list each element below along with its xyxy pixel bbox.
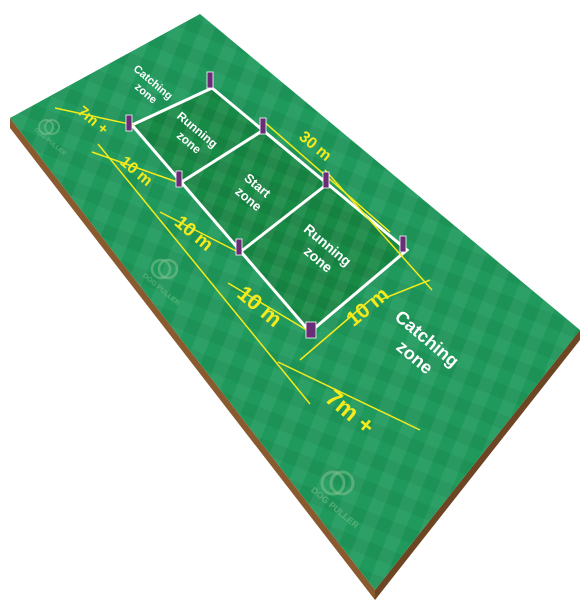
flag <box>176 171 182 187</box>
flag <box>126 115 132 131</box>
flag <box>323 172 329 188</box>
flag <box>236 239 242 255</box>
flag <box>260 118 266 134</box>
flag <box>400 236 406 252</box>
flag <box>207 72 213 88</box>
flag <box>306 322 316 338</box>
